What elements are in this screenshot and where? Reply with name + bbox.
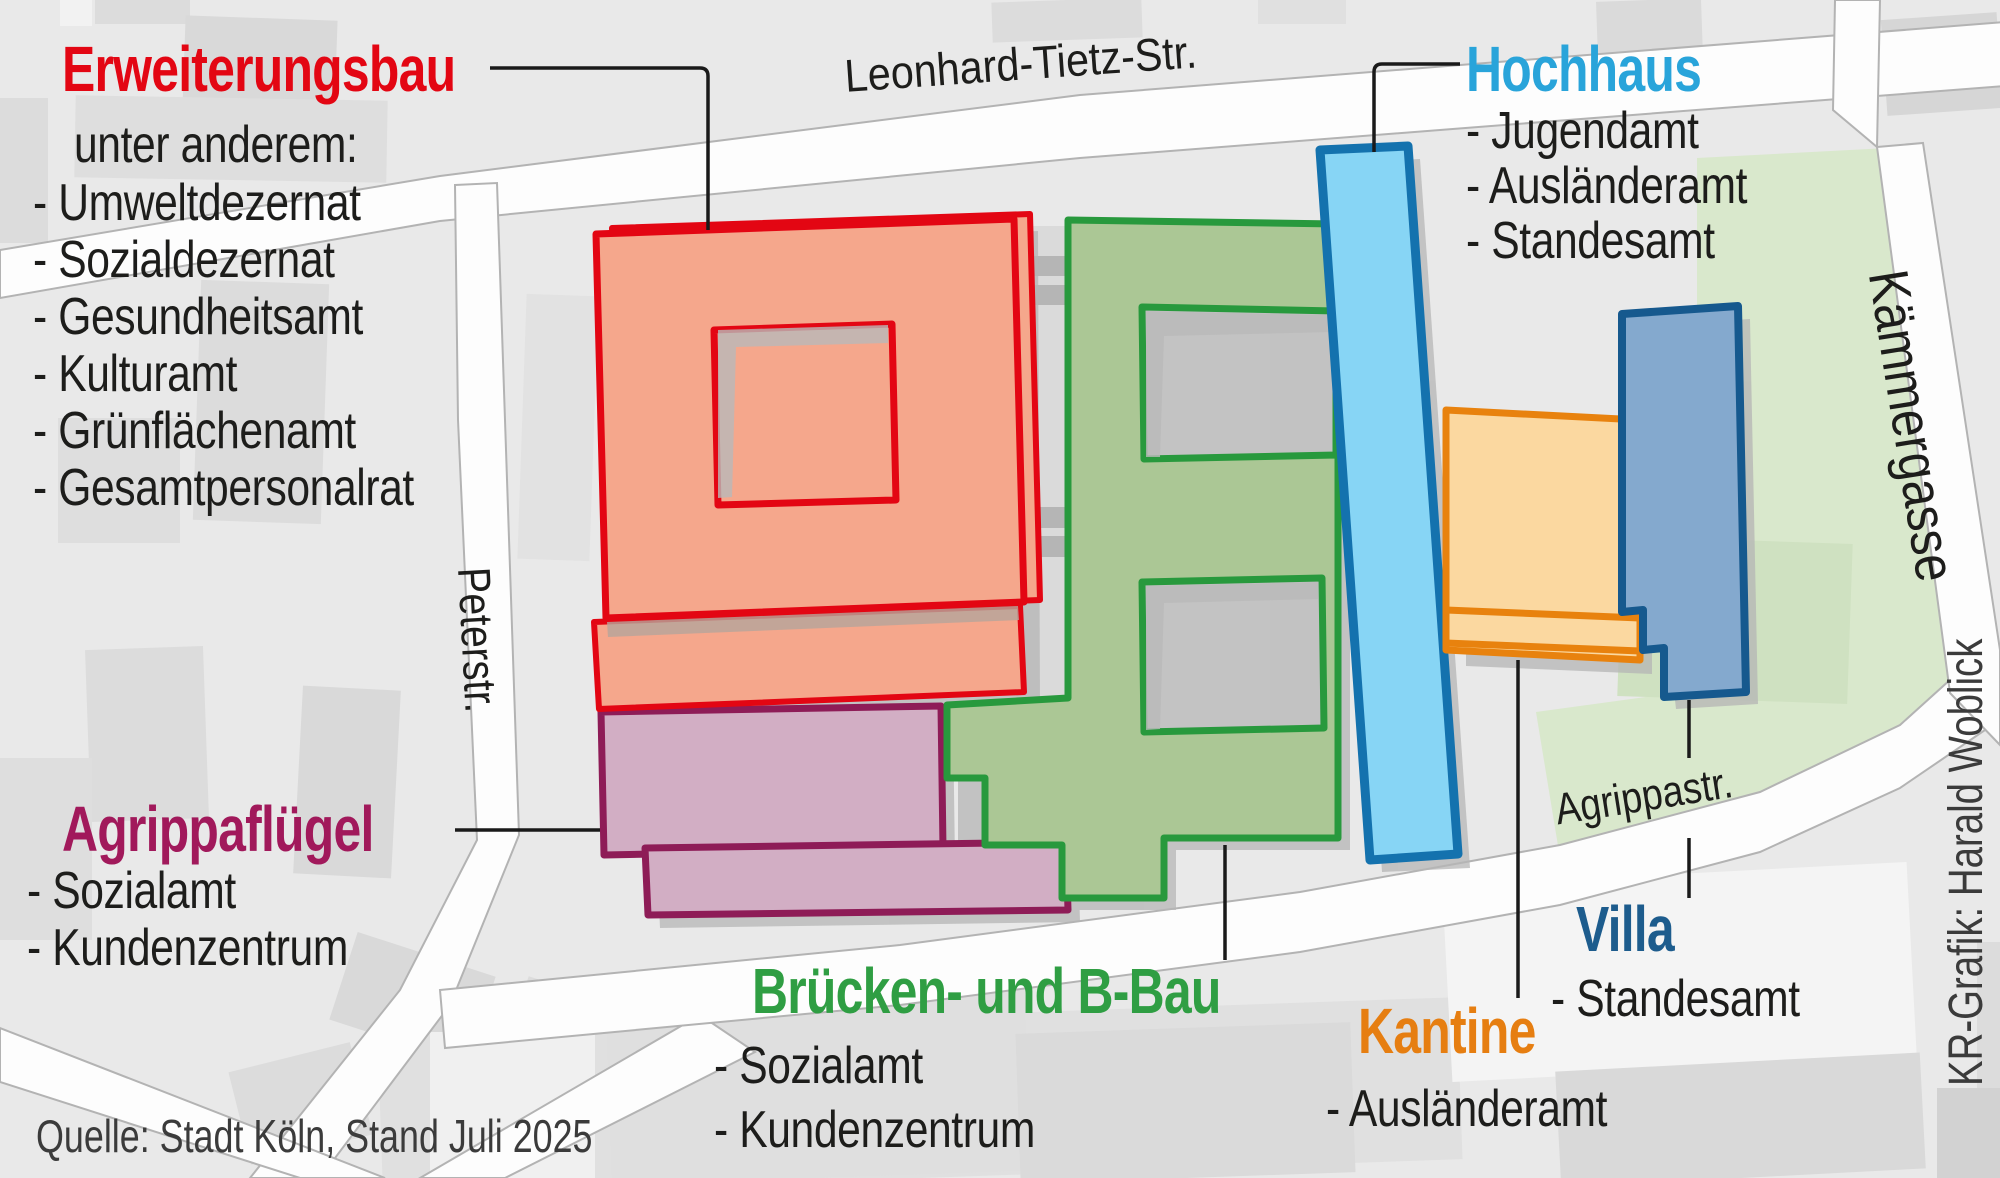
list-item: - Kulturamt	[33, 345, 238, 403]
list-item: - Sozialdezernat	[33, 231, 335, 289]
credit-note: KR-Grafik: Harald Woblick	[1940, 638, 1993, 1086]
label-hochhaus-items: - Jugendamt - Ausländeramt - Standesamt	[1466, 104, 1747, 269]
building-bruecken-shape	[943, 216, 1342, 902]
label-erweiterungsbau: Erweiterungsbau	[62, 33, 456, 105]
building-hochhaus-shape	[1315, 141, 1463, 865]
street-label-peterstr: Peterstr.	[448, 565, 508, 715]
list-item: - Kundenzentrum	[27, 919, 348, 977]
list-item: - Jugendamt	[1466, 102, 1699, 160]
street-diagonal-cross	[418, 1013, 757, 1178]
street-peterstr	[248, 181, 521, 1178]
leader-hochhaus	[1372, 62, 1460, 152]
building-agrippafluegel-shape	[597, 702, 1072, 919]
label-kantine: Kantine	[1358, 995, 1536, 1067]
source-note: Quelle: Stadt Köln, Stand Juli 2025	[36, 1110, 593, 1162]
label-agrippafluegel: Agrippaflügel	[62, 793, 374, 865]
label-villa: Villa	[1576, 893, 1675, 965]
list-item: - Standesamt	[1551, 970, 1800, 1028]
list-item: - Umweltdezernat	[33, 174, 361, 232]
list-item: - Ausländeramt	[1466, 157, 1748, 215]
label-erweiterungsbau-intro: unter anderem:	[74, 116, 358, 174]
label-bruecken: Brücken- und B-Bau	[752, 955, 1221, 1027]
leader-lines	[455, 62, 1691, 998]
building-villa-shape	[1618, 302, 1750, 701]
street-north-stub	[1831, 0, 1882, 150]
label-kantine-items: - Ausländeramt	[1326, 1082, 1607, 1139]
street-diagonal-southwest	[0, 1026, 386, 1178]
list-item: - Ausländeramt	[1326, 1080, 1608, 1138]
building-erweiterungsbau-shape	[591, 211, 1043, 712]
leader-erweiterungsbau	[490, 66, 710, 230]
list-item: - Standesamt	[1466, 212, 1715, 270]
building-kantine-shape	[1442, 406, 1644, 664]
list-item: - Kundenzentrum	[714, 1101, 1035, 1159]
list-item: - Sozialamt	[714, 1037, 923, 1095]
list-item: - Gesamtpersonalrat	[33, 459, 414, 517]
list-item: - Gesundheitsamt	[33, 288, 363, 346]
list-item: - Grünflächenamt	[33, 402, 356, 460]
street-kaemmergasse	[1875, 141, 2000, 747]
list-item: - Sozialamt	[27, 862, 236, 920]
label-hochhaus: Hochhaus	[1466, 33, 1702, 105]
street-leonhard-tietz	[0, 21, 2000, 300]
label-bruecken-items: - Sozialamt - Kundenzentrum	[714, 1034, 1035, 1162]
label-villa-items: - Standesamt	[1551, 972, 1800, 1029]
label-agrippafluegel-items: - Sozialamt - Kundenzentrum	[27, 864, 348, 978]
label-erweiterungsbau-items: - Umweltdezernat - Sozialdezernat - Gesu…	[33, 176, 414, 518]
